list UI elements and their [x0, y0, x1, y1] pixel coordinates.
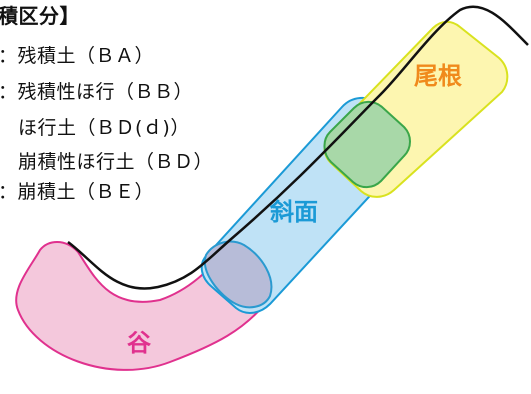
legend-item-bdd: ほ行土（ＢＤ(ｄ)） [18, 117, 190, 139]
legend-item-be: ：崩積土（ＢＥ） [0, 181, 155, 203]
legend-item-bd: 崩積性ほ行土（ＢＤ） [18, 151, 214, 173]
ridge-label: 尾根 [414, 62, 462, 90]
valley-label: 谷 [127, 329, 152, 357]
legend-item-ba: ：残積土（ＢＡ） [0, 45, 155, 67]
slope-valley-overlap [203, 240, 273, 309]
legend-item-bb: ：残積性ほ行（ＢＢ） [0, 81, 194, 103]
legend: 積区分】 ：残積土（ＢＡ） ：残積性ほ行（ＢＢ） ほ行土（ＢＤ(ｄ)） 崩積性ほ… [0, 0, 300, 220]
legend-title: 積区分】 [0, 4, 80, 28]
terrain-line [67, 5, 529, 290]
slope-label: 斜面 [269, 198, 318, 226]
